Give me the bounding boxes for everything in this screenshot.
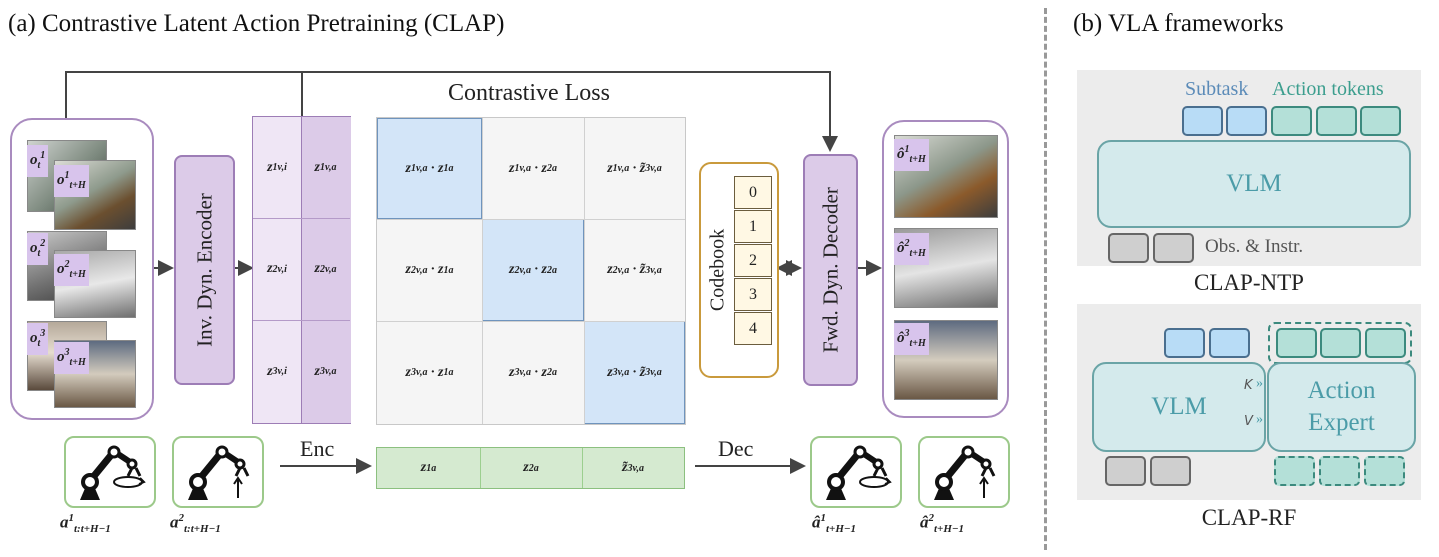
title-a: (a) Contrastive Latent Action Pretrainin… [8, 10, 505, 37]
obs-label: ot1 [27, 145, 49, 177]
codebook-entry: 2 [734, 244, 772, 277]
action-token [1276, 328, 1317, 358]
action-robot-rotate [64, 436, 156, 508]
subtask-token [1182, 106, 1223, 136]
codebook-entry: 4 [734, 312, 772, 345]
codebook-entry: 1 [734, 210, 772, 243]
contrastive-loss-title: Contrastive Loss [448, 80, 610, 106]
panel-separator [1044, 8, 1047, 550]
obs-token [1150, 456, 1191, 486]
predicted-action-robot-rotate [810, 436, 902, 508]
action-expert-block: Action Expert [1267, 362, 1416, 452]
inverse-dynamics-encoder: Inv. Dyn. Encoder [174, 155, 235, 385]
k-label: K [1244, 378, 1253, 393]
subtask-token [1209, 328, 1250, 358]
obs-label: ot2 [27, 233, 49, 265]
codebook-entry: 0 [734, 176, 772, 209]
rf-vlm-block: VLM [1092, 362, 1266, 452]
subtask-token [1164, 328, 1205, 358]
action-token [1360, 106, 1401, 136]
connector-arrows [65, 71, 882, 474]
pred-label: ô1t+H [894, 139, 929, 171]
noisy-action-token [1364, 456, 1405, 486]
ntp-vlm-block: VLM [1097, 140, 1411, 228]
obs-token [1105, 456, 1146, 486]
pred-label: ô2t+H [894, 233, 929, 265]
pred-action-label: â1t+H−1 [812, 512, 857, 536]
title-b: (b) VLA frameworks [1073, 10, 1284, 37]
pred-label: ô3t+H [894, 323, 929, 355]
v-arrow-icon: » [1256, 412, 1263, 427]
action-token [1271, 106, 1312, 136]
action-token [1320, 328, 1361, 358]
predicted-action-robot-up [918, 436, 1010, 508]
dec-label: Dec [718, 436, 754, 461]
action-tokens-label: Action tokens [1272, 78, 1384, 100]
action-robot-up [172, 436, 264, 508]
noisy-action-token [1274, 456, 1315, 486]
action-token [1316, 106, 1357, 136]
robot-arm-icon [812, 438, 892, 506]
codebook: Codebook 0 1 2 3 4 [699, 162, 779, 378]
expert-line2: Expert [1308, 409, 1375, 436]
action-token [1365, 328, 1406, 358]
enc-label: Enc [300, 436, 335, 461]
pred-action-label: â2t+H−1 [920, 512, 965, 536]
forward-dynamics-decoder: Fwd. Dyn. Decoder [803, 154, 858, 386]
robot-arm-icon [920, 438, 1008, 506]
obs-label: o2t+H [54, 254, 89, 286]
obs-label: o1t+H [54, 165, 89, 197]
decoder-label: Fwd. Dyn. Decoder [818, 187, 842, 353]
obs-label: o3t+H [54, 342, 89, 374]
codebook-label: Codebook [706, 228, 729, 312]
expert-line1: Action [1307, 377, 1376, 404]
noisy-action-token [1319, 456, 1360, 486]
obs-label: ot3 [27, 323, 49, 355]
codebook-entry: 3 [734, 278, 772, 311]
v-label: V [1244, 414, 1253, 429]
subtask-label: Subtask [1185, 78, 1249, 100]
obs-instr-label: Obs. & Instr. [1205, 236, 1304, 257]
k-arrow-icon: » [1256, 376, 1263, 391]
obs-token [1108, 233, 1149, 263]
obs-token [1153, 233, 1194, 263]
robot-arm-icon [174, 438, 262, 506]
encoder-label: Inv. Dyn. Encoder [192, 193, 216, 347]
subtask-token [1226, 106, 1267, 136]
clap-rf-caption: CLAP-RF [1201, 505, 1297, 530]
robot-arm-icon [66, 438, 146, 506]
clap-ntp-caption: CLAP-NTP [1194, 270, 1304, 295]
action-label: a2t:t+H−1 [170, 512, 221, 536]
action-label: a1t:t+H−1 [60, 512, 111, 536]
